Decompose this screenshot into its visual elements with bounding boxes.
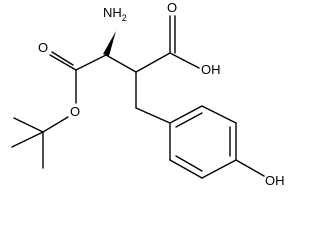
ester-oxygen-label: O	[70, 104, 80, 119]
bond-tbu-me1	[13, 117, 44, 133]
ring-double-3	[175, 155, 203, 172]
amine-label: NH2	[103, 5, 127, 23]
bond-ch2-ipso	[135, 107, 171, 124]
bond-acid-oh	[169, 52, 200, 69]
bond-tbu-me2	[11, 131, 44, 148]
ring-bond-1	[169, 105, 203, 124]
phenol-hydroxyl-label: OH	[265, 173, 285, 188]
bond-oester-ctbu	[42, 116, 69, 133]
ring-bond-5	[169, 159, 203, 179]
bond-calpha-cester	[75, 54, 107, 71]
acid-hydroxyl-label: OH	[201, 62, 221, 77]
molecule-canvas: NH2 O O O OH OH	[11, 0, 285, 188]
bond-ester-co-2	[51, 51, 74, 66]
carbonyl-oxygen-right-label: O	[167, 0, 177, 15]
ring-bond-2	[201, 105, 237, 124]
carbonyl-oxygen-left-label: O	[38, 40, 48, 55]
ring-bond-4	[201, 159, 237, 179]
bond-calpha-cbeta	[105, 54, 137, 73]
structure-drawing: NH2 O O O OH OH	[11, 0, 285, 188]
wedge-bond-nh2	[103, 31, 116, 56]
bond-ester-co-1	[49, 54, 77, 71]
ring-double-1	[175, 112, 203, 128]
bond-ring-oh	[235, 159, 265, 177]
bond-cbeta-cacid	[135, 52, 171, 73]
